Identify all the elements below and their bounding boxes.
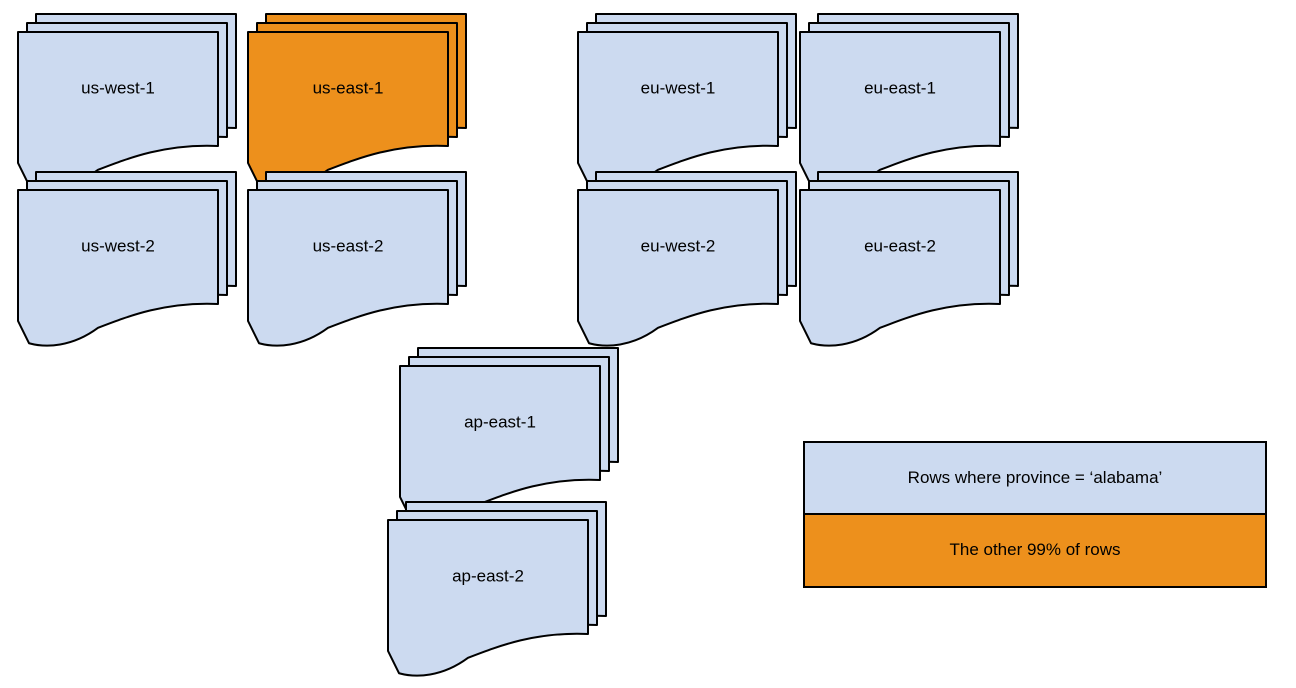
document-shape [17, 189, 219, 347]
document-sheet [799, 31, 1001, 189]
document-sheet [247, 31, 449, 189]
stack-label-eu-east-2: eu-east-2 [864, 236, 936, 255]
document-shape [577, 189, 779, 347]
stack-graphic-eu-west-1: eu-west-1 [577, 13, 797, 189]
document-sheet [577, 31, 779, 189]
stack-label-ap-east-1: ap-east-1 [464, 412, 536, 431]
stack-label-ap-east-2: ap-east-2 [452, 566, 524, 585]
document-sheet [387, 519, 589, 677]
stack-label-us-west-2: us-west-2 [81, 236, 155, 255]
legend-row-legend-orange: The other 99% of rows [805, 514, 1265, 586]
stack-graphic-eu-east-1: eu-east-1 [799, 13, 1019, 189]
stack-label-eu-east-1: eu-east-1 [864, 78, 936, 97]
document-stack-eu-west-2[interactable]: eu-west-2 [577, 171, 800, 358]
document-sheet [247, 189, 449, 347]
legend-label-legend-blue: Rows where province = ‘alabama’ [907, 467, 1163, 487]
document-stack-eu-west-1[interactable]: eu-west-1 [577, 13, 800, 200]
stack-label-eu-west-1: eu-west-1 [641, 78, 716, 97]
document-sheet [399, 365, 601, 523]
document-stack-us-west-2[interactable]: us-west-2 [17, 171, 240, 358]
stack-graphic-ap-east-1: ap-east-1 [399, 347, 619, 523]
document-shape [799, 189, 1001, 347]
document-sheet [17, 31, 219, 189]
document-sheet [577, 189, 779, 347]
stack-graphic-us-west-2: us-west-2 [17, 171, 237, 347]
stack-label-us-east-1: us-east-1 [313, 78, 384, 97]
document-shape [247, 189, 449, 347]
stack-graphic-ap-east-2: ap-east-2 [387, 501, 607, 677]
legend-label-legend-orange: The other 99% of rows [949, 540, 1121, 560]
document-shape [17, 31, 219, 189]
stack-graphic-eu-east-2: eu-east-2 [799, 171, 1019, 347]
stack-label-us-east-2: us-east-2 [313, 236, 384, 255]
document-stack-eu-east-2[interactable]: eu-east-2 [799, 171, 1022, 358]
document-stack-us-east-1[interactable]: us-east-1 [247, 13, 470, 200]
stack-graphic-eu-west-2: eu-west-2 [577, 171, 797, 347]
document-shape [387, 519, 589, 677]
document-shape [399, 365, 601, 523]
document-sheet [799, 189, 1001, 347]
document-stack-eu-east-1[interactable]: eu-east-1 [799, 13, 1022, 200]
legend-row-legend-blue: Rows where province = ‘alabama’ [805, 443, 1265, 515]
document-sheet [17, 189, 219, 347]
legend: Rows where province = ‘alabama’ The other… [803, 441, 1267, 588]
stack-label-eu-west-2: eu-west-2 [641, 236, 716, 255]
document-shape [247, 31, 449, 189]
document-stack-ap-east-1[interactable]: ap-east-1 [399, 347, 622, 534]
document-stack-ap-east-2[interactable]: ap-east-2 [387, 501, 610, 688]
stack-label-us-west-1: us-west-1 [81, 78, 155, 97]
stack-graphic-us-east-1: us-east-1 [247, 13, 467, 189]
document-shape [577, 31, 779, 189]
stack-graphic-us-east-2: us-east-2 [247, 171, 467, 347]
document-stack-us-east-2[interactable]: us-east-2 [247, 171, 470, 358]
document-shape [799, 31, 1001, 189]
